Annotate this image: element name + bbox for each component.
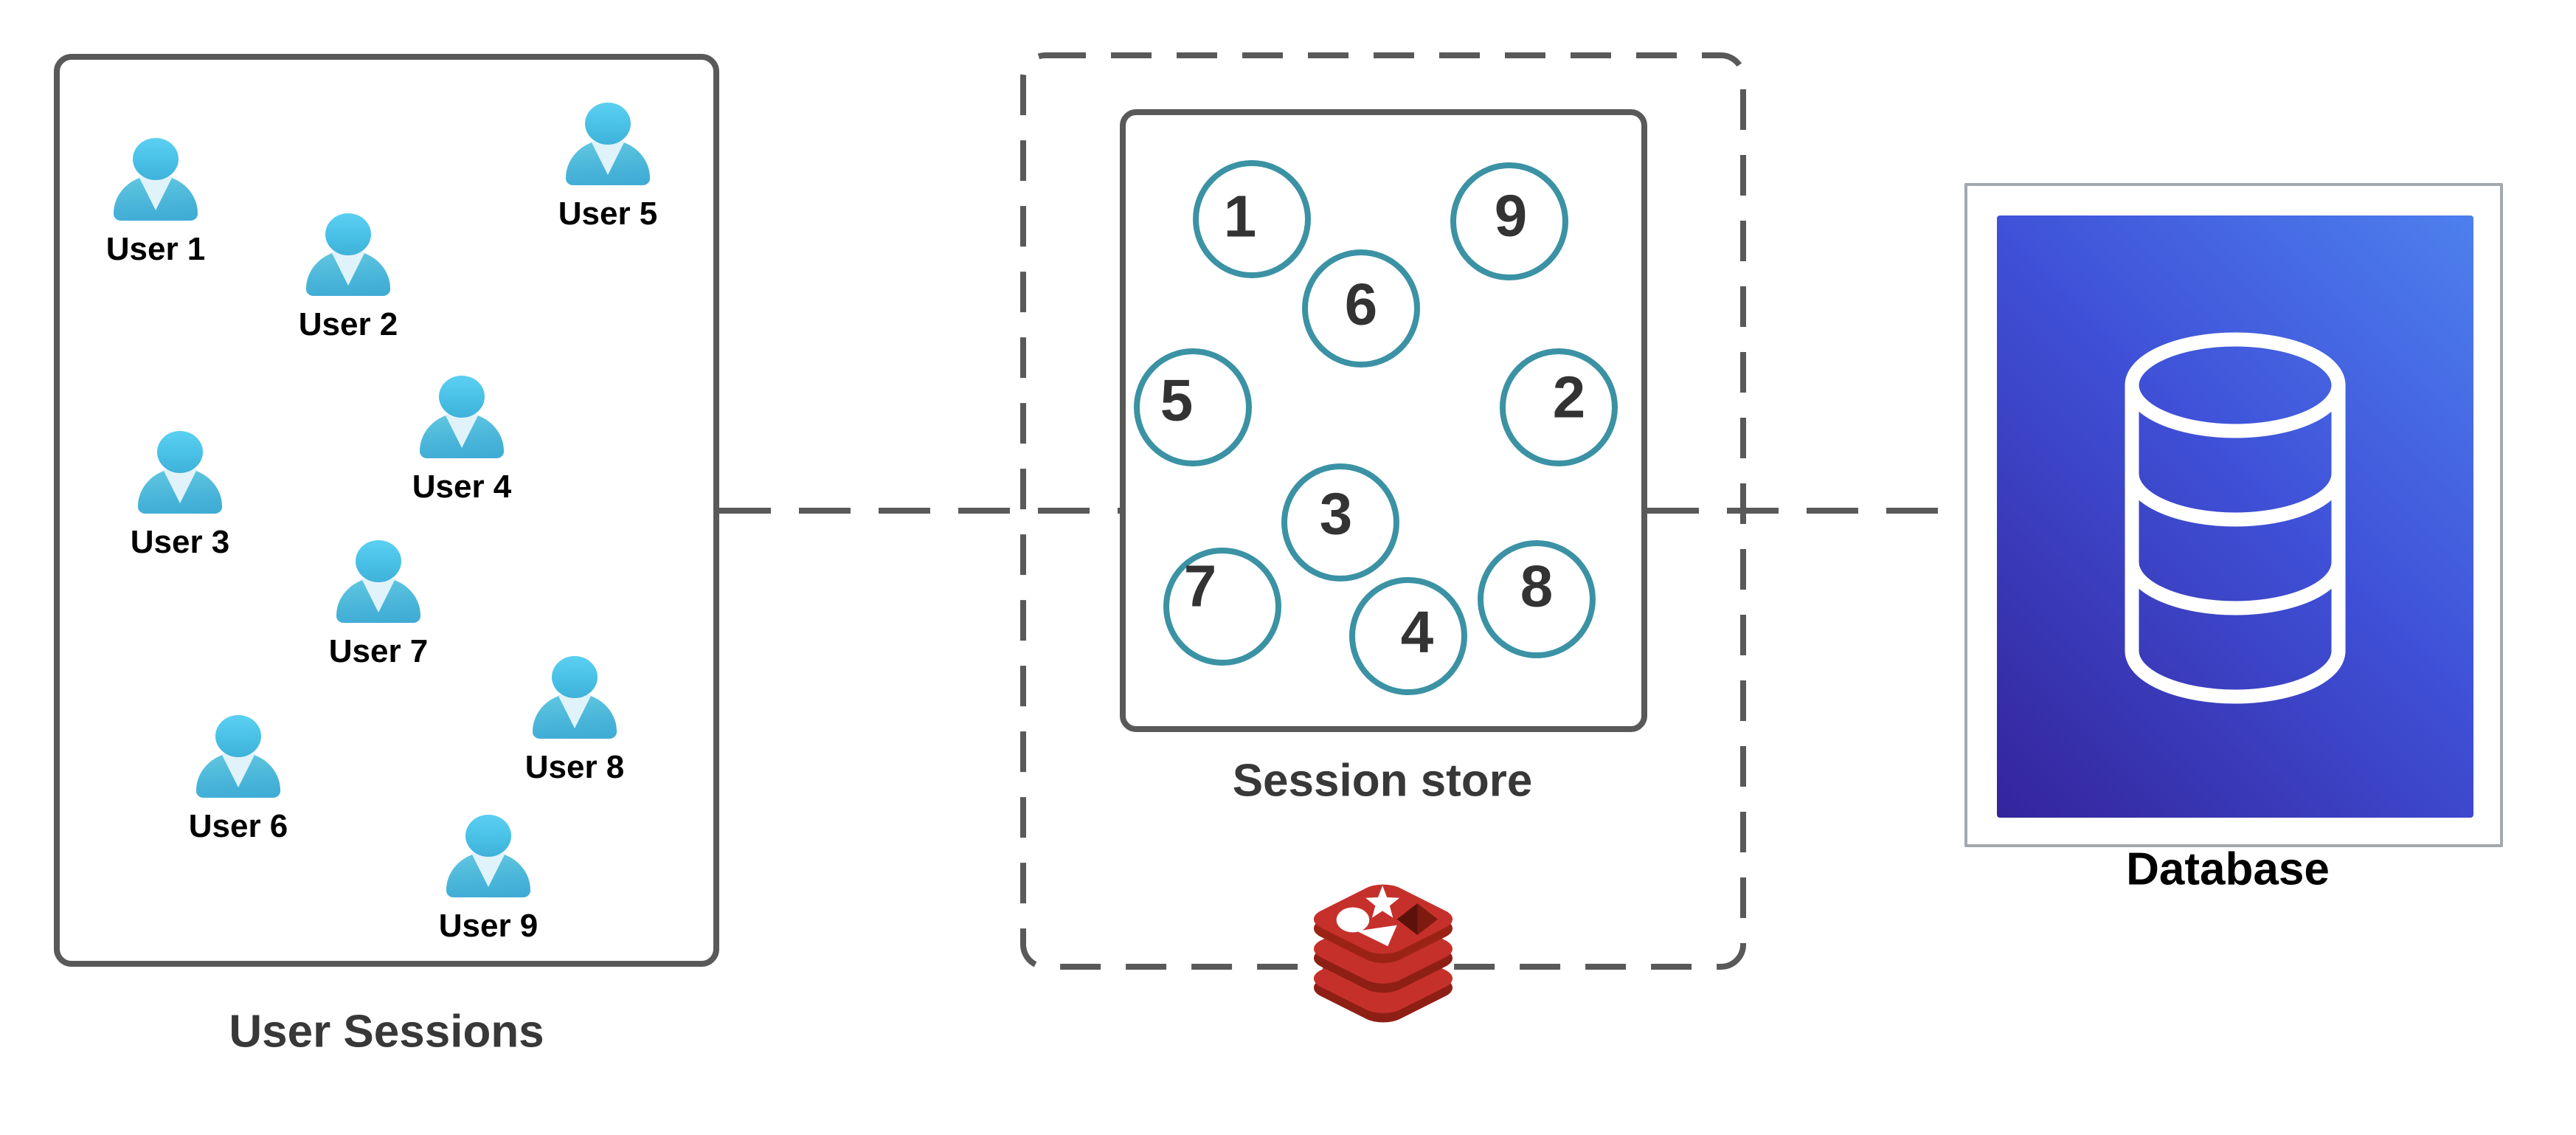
user-label: User 7 xyxy=(328,633,429,669)
user-icon xyxy=(114,138,198,221)
user-label: User 6 xyxy=(188,808,288,844)
session-number: 1 xyxy=(1223,183,1257,249)
database-box xyxy=(1964,183,2503,847)
user-head xyxy=(552,656,598,698)
user-head xyxy=(356,540,401,582)
user-head xyxy=(585,103,631,145)
session-number: 7 xyxy=(1183,553,1217,619)
session-number: 4 xyxy=(1400,598,1434,665)
session-circle: 6 xyxy=(1302,249,1420,368)
session-number: 6 xyxy=(1344,271,1378,337)
user-icon xyxy=(336,540,420,623)
user-label: User 5 xyxy=(558,196,658,232)
session-circle: 3 xyxy=(1281,463,1399,582)
database-title: Database xyxy=(2126,844,2330,895)
user-icon xyxy=(306,213,390,296)
session-number: 3 xyxy=(1319,480,1353,547)
user-head xyxy=(465,815,511,857)
session-number: 5 xyxy=(1160,367,1194,433)
user-label: User 3 xyxy=(130,524,230,560)
user-label: User 4 xyxy=(412,469,512,505)
session-circle: 1 xyxy=(1193,160,1311,278)
user-label: User 9 xyxy=(438,908,539,944)
session-number: 2 xyxy=(1552,364,1586,430)
session-circle: 7 xyxy=(1163,548,1281,666)
session-circle: 4 xyxy=(1349,577,1467,695)
user-head xyxy=(133,138,179,180)
session-circle: 8 xyxy=(1478,540,1596,658)
session-number: 9 xyxy=(1494,182,1528,249)
redis-stack-logo-icon xyxy=(1313,884,1453,1023)
user-icon xyxy=(533,656,617,739)
user-head xyxy=(439,376,485,418)
session-circle: 5 xyxy=(1134,348,1252,466)
user-icon xyxy=(566,103,650,185)
user-icon xyxy=(420,376,504,458)
user-label: User 8 xyxy=(524,749,625,785)
user-head xyxy=(325,213,371,255)
session-circle: 2 xyxy=(1500,348,1618,466)
session-number: 8 xyxy=(1520,553,1554,619)
user-sessions-title: User Sessions xyxy=(229,1006,544,1058)
user-icon xyxy=(138,431,222,514)
redis-triangle-shape xyxy=(1357,925,1397,947)
user-label: User 1 xyxy=(105,231,206,267)
database-cylinder-icon xyxy=(2125,332,2346,704)
user-head xyxy=(215,715,261,757)
user-icon xyxy=(446,815,530,897)
redis-star-shape xyxy=(1365,886,1400,918)
database-icon-background xyxy=(1997,215,2473,818)
user-label: User 2 xyxy=(298,306,398,342)
user-icon xyxy=(196,715,280,798)
session-circle: 9 xyxy=(1450,162,1568,280)
user-head xyxy=(157,431,203,473)
redis-circle-shape xyxy=(1336,907,1370,933)
session-store-title: Session store xyxy=(1232,755,1533,807)
